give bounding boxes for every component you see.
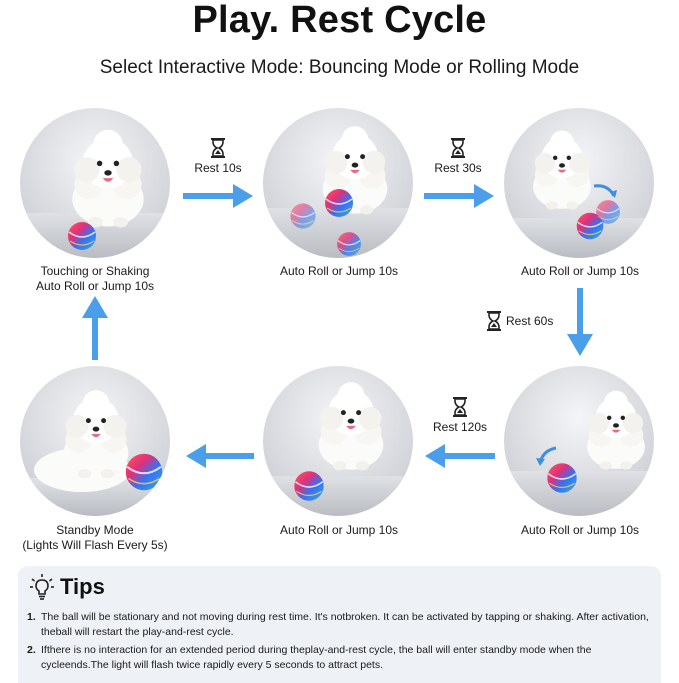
hourglass-icon bbox=[486, 311, 502, 331]
tips-header: Tips bbox=[30, 574, 105, 600]
step-4-label: Auto Roll or Jump 10s bbox=[485, 523, 675, 538]
step-4-image bbox=[504, 366, 654, 516]
arrow-right-2 bbox=[424, 184, 494, 208]
rest-4-label: Rest 120s bbox=[433, 420, 487, 434]
tip-item: 1. The ball will be stationary and not m… bbox=[27, 610, 652, 640]
rest-3-label: Rest 60s bbox=[506, 314, 553, 328]
arrow-down bbox=[567, 288, 593, 356]
step-1-image bbox=[20, 108, 170, 258]
page-title: Play. Rest Cycle bbox=[0, 0, 679, 40]
step-1-label-line1: Touching or Shaking bbox=[0, 264, 190, 279]
tips-panel: Tips 1. The ball will be stationary and … bbox=[18, 566, 661, 683]
step-1-label: Touching or Shaking Auto Roll or Jump 10… bbox=[0, 264, 190, 294]
lightbulb-icon bbox=[30, 574, 54, 600]
rest-1-label: Rest 10s bbox=[194, 161, 241, 175]
step-6-label-line1: Standby Mode bbox=[0, 523, 190, 538]
tips-list: 1. The ball will be stationary and not m… bbox=[27, 610, 652, 676]
arrow-left-1 bbox=[425, 444, 495, 468]
hourglass-icon bbox=[450, 138, 466, 158]
step-6-label: Standby Mode (Lights Will Flash Every 5s… bbox=[0, 523, 190, 553]
step-1-label-line2: Auto Roll or Jump 10s bbox=[0, 279, 190, 294]
rest-3: Rest 60s bbox=[486, 311, 553, 331]
step-6-image bbox=[20, 366, 170, 516]
step-5-label: Auto Roll or Jump 10s bbox=[244, 523, 434, 538]
step-2-image bbox=[263, 108, 413, 258]
rest-1: Rest 10s bbox=[184, 138, 252, 175]
arrow-left-2 bbox=[186, 444, 254, 468]
tip-text: The ball will be stationary and not movi… bbox=[41, 610, 652, 640]
arrow-up bbox=[82, 296, 108, 360]
page-subtitle: Select Interactive Mode: Bouncing Mode o… bbox=[0, 57, 679, 79]
step-5-image bbox=[263, 366, 413, 516]
step-2-label: Auto Roll or Jump 10s bbox=[244, 264, 434, 279]
rest-2-label: Rest 30s bbox=[434, 161, 481, 175]
step-3-label: Auto Roll or Jump 10s bbox=[485, 264, 675, 279]
hourglass-icon bbox=[452, 397, 468, 417]
rest-2: Rest 30s bbox=[424, 138, 492, 175]
tip-number: 2. bbox=[27, 643, 41, 673]
tip-item: 2. Ifthere is no interaction for an exte… bbox=[27, 643, 652, 673]
step-6-label-line2: (Lights Will Flash Every 5s) bbox=[0, 538, 190, 553]
tip-number: 1. bbox=[27, 610, 41, 640]
arrow-right-1 bbox=[183, 184, 253, 208]
rest-4: Rest 120s bbox=[424, 397, 496, 434]
hourglass-icon bbox=[210, 138, 226, 158]
step-3-image bbox=[504, 108, 654, 258]
tips-title: Tips bbox=[60, 574, 105, 600]
tip-text: Ifthere is no interaction for an extende… bbox=[41, 643, 652, 673]
